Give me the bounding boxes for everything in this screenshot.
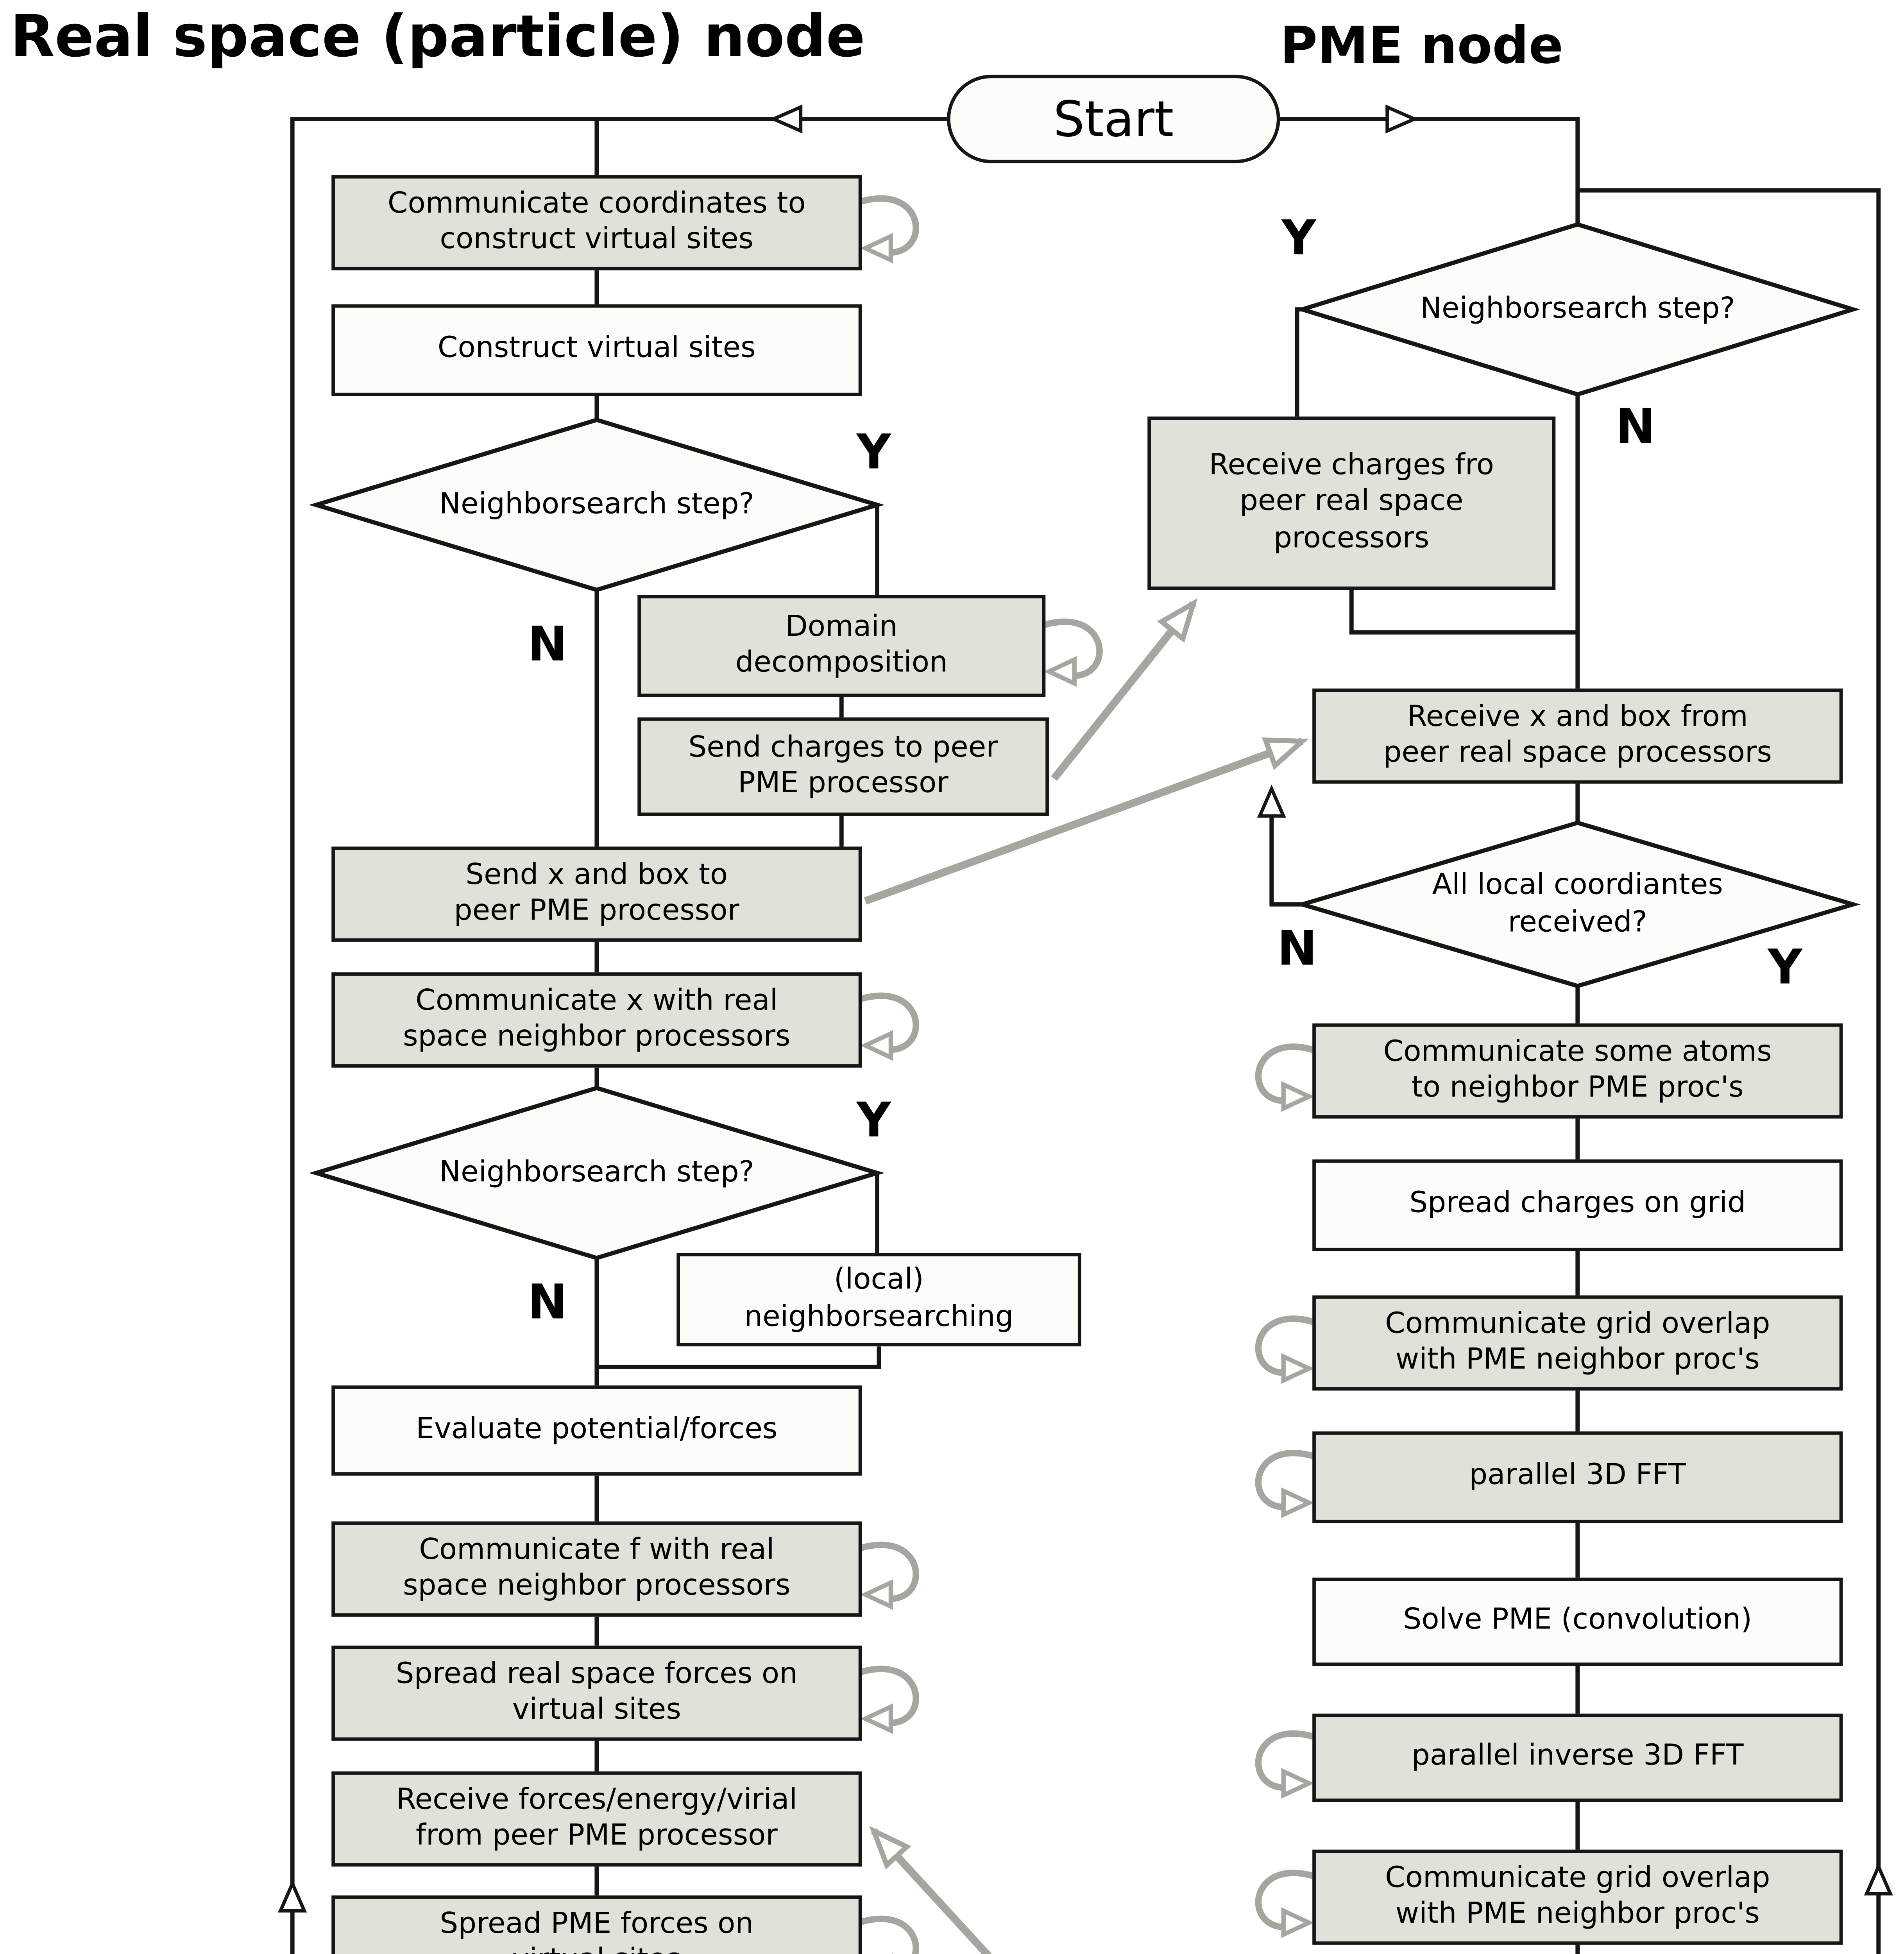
node-spread-pme-forces: Spread PME forces on virtual sites [331, 1895, 862, 1954]
node-parallel-3d-fft: parallel 3D FFT [1312, 1431, 1843, 1523]
node-label: Communicate grid overlap with PME neighb… [1385, 1307, 1770, 1377]
node-label: Communicate coordinates to construct vir… [387, 186, 806, 257]
branch-yes-ns2: Y [856, 1092, 891, 1149]
node-label: Communicate grid overlap with PME neighb… [1385, 1861, 1770, 1931]
node-label: Evaluate potential/forces [416, 1412, 778, 1447]
diamond-neighborsearch-1 [309, 417, 885, 592]
node-solve-pme: Solve PME (convolution) [1312, 1577, 1843, 1666]
loophead-comm-f [860, 1579, 893, 1610]
node-label: Communicate some atoms to neighbor PME p… [1383, 1035, 1772, 1105]
node-construct-virtual-sites: Construct virtual sites [331, 304, 862, 396]
node-send-charges: Send charges to peer PME processor [637, 717, 1049, 816]
node-label: (local) neighborsearching [744, 1263, 1014, 1334]
branch-no-coords: N [1277, 920, 1317, 977]
node-send-x-and-box: Send x and box to peer PME processor [331, 846, 862, 942]
decision-neighborsearch-pme: Neighborsearch step? [1420, 292, 1735, 326]
node-label: Domain decomposition [735, 610, 948, 680]
flow-arrowheads [278, 104, 1893, 1913]
node-label: Spread charges on grid [1409, 1187, 1746, 1221]
decision-neighborsearch-1: Neighborsearch step? [439, 488, 754, 522]
node-label: Spread PME forces on virtual sites [440, 1907, 754, 1954]
node-local-neighborsearching: (local) neighborsearching [676, 1253, 1081, 1347]
branch-no-ns-pme: N [1615, 399, 1655, 455]
arrowhead-coords-loop-up [1257, 784, 1286, 818]
black-edges [290, 117, 1881, 1954]
branch-no-ns2: N [527, 1274, 567, 1330]
left-column-title: Real space (particle) node [10, 3, 865, 72]
edge-left-loopback [290, 117, 597, 1954]
node-label: Spread real space forces on virtual site… [395, 1657, 798, 1727]
right-column-title: PME node [1280, 17, 1564, 77]
node-spread-real-space-forces: Spread real space forces on virtual site… [331, 1645, 862, 1741]
start-label: Start [1053, 90, 1174, 148]
node-label: Construct virtual sites [437, 332, 756, 366]
node-receive-forces-energy-virial: Receive forces/energy/virial from peer P… [331, 1771, 862, 1867]
node-label: parallel 3D FFT [1469, 1459, 1686, 1493]
decision-all-coords-received: All local coordiantes received? [1432, 868, 1723, 940]
node-spread-charges-on-grid: Spread charges on grid [1312, 1159, 1843, 1251]
edge-d4-no-loop [1269, 792, 1303, 907]
node-label: Receive charges fro peer real space proc… [1209, 449, 1494, 555]
start-terminal: Start [947, 75, 1280, 163]
loop-spread-pme [857, 1915, 919, 1954]
comm-arrowhead-x-box [1262, 737, 1309, 770]
branch-no-ns1: N [527, 616, 567, 673]
node-label: Solve PME (convolution) [1403, 1603, 1752, 1638]
loophead-comm-atoms [1281, 1081, 1314, 1112]
comm-arrow-charges [1051, 601, 1197, 781]
edge-right-loopback [1577, 188, 1881, 1954]
loophead-grid1 [1281, 1353, 1314, 1384]
node-label: Send x and box to peer PME processor [454, 858, 739, 929]
decision-neighborsearch-2: Neighborsearch step? [439, 1156, 754, 1190]
comm-arrowhead-forces [869, 1825, 911, 1870]
branch-yes-ns1: Y [856, 424, 891, 480]
node-communicate-x: Communicate x with real space neighbor p… [331, 972, 862, 1068]
node-receive-charges: Receive charges fro peer real space proc… [1147, 416, 1556, 590]
comm-arrows [864, 601, 1304, 1954]
edge-d3-yes-recvcharges [1295, 307, 1303, 420]
comm-arrowheads [869, 598, 1309, 1870]
node-communicate-f: Communicate f with real space neighbor p… [331, 1521, 862, 1617]
branch-yes-ns-pme: Y [1281, 210, 1316, 266]
loophead-spread-real [860, 1703, 893, 1734]
loophead-comm-coords [860, 233, 893, 264]
branch-yes-coords: Y [1768, 939, 1802, 995]
comm-arrowhead-charges [1157, 598, 1198, 643]
arrowhead-start-left [769, 104, 803, 134]
comm-arrow-x-box [864, 737, 1304, 905]
node-communicate-coordinates: Communicate coordinates to construct vir… [331, 175, 862, 270]
self-loop-arrowheads [860, 233, 1314, 1954]
node-evaluate-potential-forces: Evaluate potential/forces [331, 1385, 862, 1476]
node-label: Send charges to peer PME processor [688, 730, 998, 801]
diamond-neighborsearch-pme [1295, 222, 1860, 397]
node-label: Communicate f with real space neighbor p… [403, 1533, 791, 1603]
loophead-comm-x [860, 1030, 893, 1061]
arrowhead-right-loop-up [1864, 1862, 1893, 1896]
loophead-ifft [1281, 1768, 1314, 1799]
decision-diamonds [309, 222, 1861, 1260]
loophead-fft [1281, 1487, 1314, 1518]
node-label: Communicate x with real space neighbor p… [403, 984, 791, 1054]
node-receive-x-and-box: Receive x and box from peer real space p… [1312, 688, 1843, 784]
node-communicate-some-atoms: Communicate some atoms to neighbor PME p… [1312, 1023, 1843, 1119]
loophead-domain [1043, 656, 1077, 687]
edge-recvcharges-spine [1349, 590, 1578, 635]
edge-start-to-left [594, 117, 947, 175]
node-domain-decomposition: Domain decomposition [637, 595, 1046, 697]
comm-arrow-forces [871, 1828, 992, 1954]
diamond-all-coords-received [1294, 820, 1861, 988]
arrowhead-start-right [1385, 104, 1419, 134]
edge-start-to-right [1280, 117, 1580, 228]
node-label: Receive forces/energy/virial from peer P… [396, 1783, 798, 1853]
node-parallel-inverse-3d-fft: parallel inverse 3D FFT [1312, 1713, 1843, 1802]
edge-localns-spine [596, 1346, 881, 1369]
node-label: parallel inverse 3D FFT [1411, 1739, 1744, 1774]
arrowhead-left-loop-up [278, 1879, 307, 1913]
loophead-grid2 [1281, 1907, 1314, 1938]
node-label: Receive x and box from peer real space p… [1383, 700, 1772, 770]
node-communicate-grid-overlap-1: Communicate grid overlap with PME neighb… [1312, 1295, 1843, 1391]
diamond-neighborsearch-2 [309, 1086, 885, 1260]
node-communicate-grid-overlap-2: Communicate grid overlap with PME neighb… [1312, 1849, 1843, 1945]
